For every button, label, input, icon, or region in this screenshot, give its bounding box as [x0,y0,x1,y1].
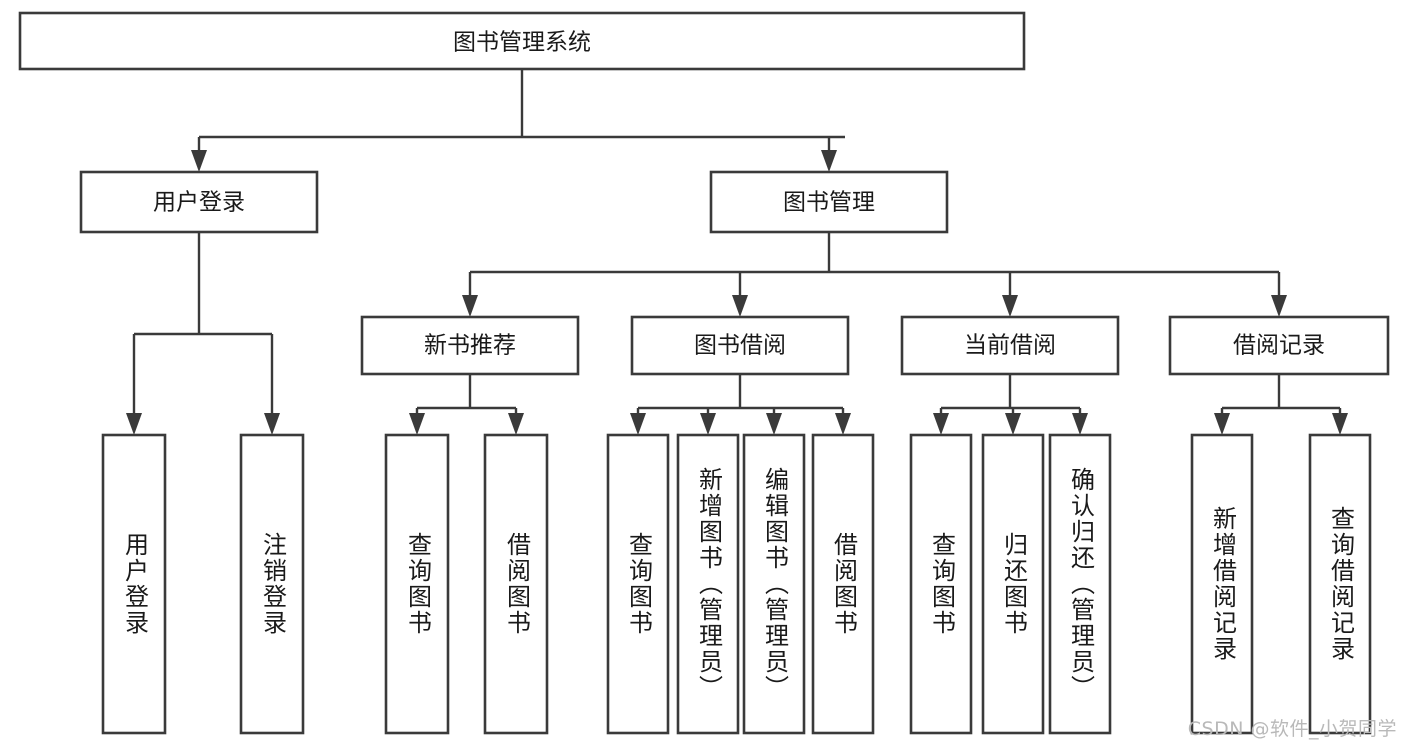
node-current-borrow-rect[interactable] [900,315,1120,376]
node-book-borrow[interactable]: 图书借阅 [630,315,850,376]
node-borrow-record-label: 借阅记录 [1233,333,1325,359]
leaf-rect-rec-query-record[interactable] [1308,433,1372,735]
arrow-to-borrow-record [1271,295,1287,317]
edge-userlogin-trunk [132,232,274,418]
leaf-rect-cur-query[interactable] [909,433,973,735]
arrow-to-leaf-borrow-add [700,413,716,435]
leaf-rect-borrow-add[interactable] [676,433,740,735]
arrow-to-leaf-user-logout [264,413,280,435]
node-new-book-rec-label: 新书推荐 [424,333,516,359]
node-book-manage-rect[interactable] [709,170,949,234]
arrow-to-new-book-rec [462,295,478,317]
leaf-rect-borrow-query[interactable] [606,433,670,735]
leaf-rect-rec-borrow[interactable] [483,433,549,735]
arrow-to-book-borrow [732,295,748,317]
edge-bookborrow-trunk [636,374,845,418]
leaf-rect-borrow-do[interactable] [811,433,875,735]
edges-layer [126,69,1348,435]
node-root-label: 图书管理系统 [453,30,591,56]
node-current-borrow[interactable]: 当前借阅 [900,315,1120,376]
node-user-login-label: 用户登录 [153,190,245,216]
node-new-book-rec-rect[interactable] [360,315,580,376]
node-book-borrow-rect[interactable] [630,315,850,376]
node-current-borrow-label: 当前借阅 [964,333,1056,359]
leaf-rect-cur-confirm[interactable] [1048,433,1112,735]
node-book-manage[interactable]: 图书管理 [709,170,949,234]
edge-currentborrow-trunk [939,374,1082,418]
node-book-manage-label: 图书管理 [783,190,875,216]
arrow-to-leaf-rec-add [1214,413,1230,435]
arrow-to-leaf-cur-return [1005,413,1021,435]
leaf-rect-user-logout[interactable] [239,433,305,735]
node-user-login-rect[interactable] [79,170,319,234]
csdn-watermark: CSDN @软件_小贺同学 [1187,718,1397,740]
node-root[interactable]: 图书管理系统 [18,11,1026,71]
arrow-to-leaf-borrow-query [630,413,646,435]
edge-root-trunk [197,69,845,155]
arrow-to-user-login [191,150,207,172]
edge-borrowrecord-trunk [1220,374,1342,418]
edge-bookmanage-trunk [468,232,1281,300]
arrow-to-leaf-rec-query-record [1332,413,1348,435]
arrow-to-leaf-rec-borrow [508,413,524,435]
node-borrow-record-rect[interactable] [1168,315,1390,376]
leaf-rect-rec-query[interactable] [384,433,450,735]
arrow-to-current-borrow [1002,295,1018,317]
arrow-to-leaf-cur-confirm [1072,413,1088,435]
node-book-borrow-label: 图书借阅 [694,333,786,359]
arrow-to-leaf-rec-query [409,413,425,435]
arrow-to-leaf-borrow-do [835,413,851,435]
arrow-to-leaf-cur-query [933,413,949,435]
leaf-rect-cur-return[interactable] [981,433,1045,735]
leaf-rect-rec-add[interactable] [1190,433,1254,735]
node-borrow-record[interactable]: 借阅记录 [1168,315,1390,376]
arrow-to-book-manage [821,150,837,172]
node-new-book-rec[interactable]: 新书推荐 [360,315,580,376]
arrow-to-leaf-borrow-edit [766,413,782,435]
node-user-login[interactable]: 用户登录 [79,170,319,234]
edge-newbookrec-trunk [415,374,518,418]
node-root-rect[interactable] [18,11,1026,71]
leaf-rect-user-login[interactable] [101,433,167,735]
leaf-rect-borrow-edit[interactable] [742,433,806,735]
nodes-layer: 图书管理系统 用户登录 图书管理 新书推荐 图书借阅 [18,11,1390,735]
arrow-to-leaf-user-login [126,413,142,435]
